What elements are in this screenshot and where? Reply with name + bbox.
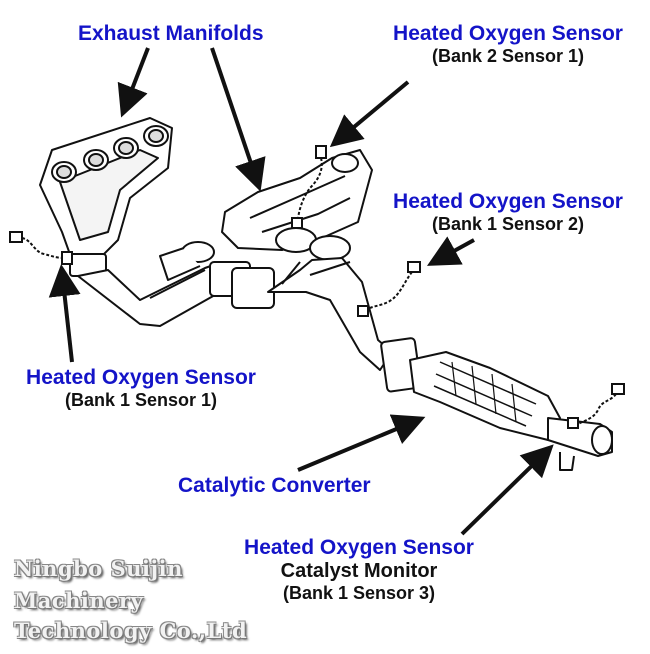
watermark-line1: Ningbo Suijin <box>14 556 183 581</box>
label-exhaust-manifolds: Exhaust Manifolds <box>78 22 264 45</box>
y-pipe <box>267 257 393 371</box>
arrow-sensor-b1s1 <box>48 264 81 363</box>
arrow-sensor-b2s1 <box>329 80 410 148</box>
label-b2s1-sub: (Bank 2 Sensor 1) <box>431 46 585 67</box>
outlet-pipe <box>547 417 613 471</box>
exhaust-manifold-bank1 <box>39 117 173 277</box>
arrow-exhaust-manifold-bank2 <box>210 47 266 192</box>
front-pipe-bank1 <box>77 241 275 327</box>
label-catalytic-converter: Catalytic Converter <box>178 474 371 497</box>
callout-b1s1: Heated Oxygen Sensor (Bank 1 Sensor 1) <box>10 366 272 411</box>
label-b1s1-sub: (Bank 1 Sensor 1) <box>64 390 218 411</box>
catalytic-converter <box>380 337 561 441</box>
exhaust-manifold-bank2 <box>221 149 373 261</box>
arrow-sensor-b1s2 <box>426 236 475 266</box>
label-b2s1-title: Heated Oxygen Sensor <box>393 22 623 45</box>
oxygen-sensor-b2s1 <box>291 145 327 229</box>
label-b1s3-sub: (Bank 1 Sensor 3) <box>282 583 436 604</box>
label-b1s3-line2: Catalyst Monitor <box>280 560 438 583</box>
label-b1s1-title: Heated Oxygen Sensor <box>26 366 256 389</box>
watermark-line2: Machinery <box>14 588 144 613</box>
callout-b1s2: Heated Oxygen Sensor (Bank 1 Sensor 2) <box>378 190 638 235</box>
oxygen-sensor-b1s3 <box>567 383 625 429</box>
oxygen-sensor-b1s1 <box>9 231 73 265</box>
watermark-line3: Technology Co.,Ltd <box>14 618 248 643</box>
callout-b1s3: Heated Oxygen Sensor Catalyst Monitor (B… <box>228 536 490 604</box>
label-b1s2-sub: (Bank 1 Sensor 2) <box>431 214 585 235</box>
callout-arrows <box>48 47 554 536</box>
arrow-sensor-b1s3 <box>460 444 554 536</box>
callout-b2s1: Heated Oxygen Sensor (Bank 2 Sensor 1) <box>378 22 638 67</box>
arrow-catalytic-converter <box>297 414 426 472</box>
label-b1s2-title: Heated Oxygen Sensor <box>393 190 623 213</box>
arrow-exhaust-manifold-bank1 <box>117 47 150 118</box>
label-b1s3-title: Heated Oxygen Sensor <box>244 536 474 559</box>
oxygen-sensor-b1s2 <box>357 261 421 317</box>
